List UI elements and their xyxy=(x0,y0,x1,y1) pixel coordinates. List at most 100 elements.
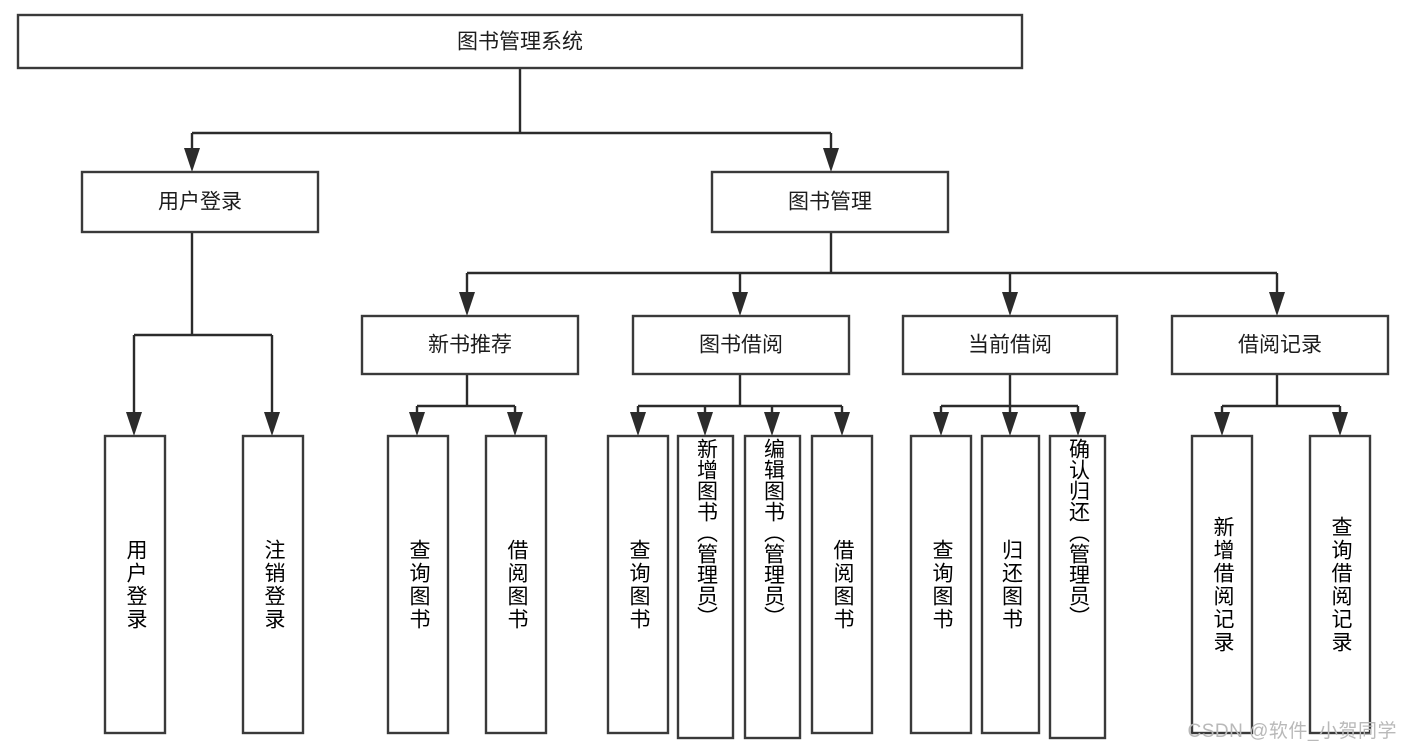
arrow-head-br-leaf-2 xyxy=(1332,412,1348,436)
leaf-node-br-add-record[interactable]: 新增借阅记录 xyxy=(1190,434,1254,735)
leaf-bb-add-book-label: 新增图书（管理员） xyxy=(694,438,718,627)
leaf-nb-query-book-label: 查询图书 xyxy=(407,538,430,631)
leaf-node-bb-add-book[interactable]: 新增图书（管理员） xyxy=(676,434,735,740)
arrow-head-nb-leaf-2 xyxy=(507,412,523,436)
connector-group-borrow-record xyxy=(1214,374,1348,436)
leaf-node-logout[interactable]: 注销登录 xyxy=(241,434,305,735)
node-root-system[interactable]: 图书管理系统 xyxy=(16,13,1024,70)
arrow-head-bb-leaf-3 xyxy=(764,412,780,436)
leaf-user-login-text-wrap: 用户登录 xyxy=(124,538,147,631)
leaf-br-query-record-label: 查询借阅记录 xyxy=(1329,515,1352,654)
leaf-cb-query-book-text-wrap: 查询图书 xyxy=(930,538,953,631)
arrow-head-current-borrow xyxy=(1002,292,1018,316)
connector-group-new-book xyxy=(409,374,523,436)
arrow-head-book-borrow xyxy=(732,292,748,316)
node-new-book-recommend-box xyxy=(360,314,580,376)
leaf-nb-borrow-book-label: 借阅图书 xyxy=(505,538,528,631)
leaf-node-nb-borrow-book[interactable]: 借阅图书 xyxy=(484,434,548,735)
node-current-borrow-box xyxy=(901,314,1119,376)
leaf-bb-edit-book-label: 编辑图书（管理员） xyxy=(761,438,785,627)
arrow-head-cb-leaf-3 xyxy=(1070,412,1086,436)
connector-group-book-manage xyxy=(459,232,1285,316)
leaf-br-query-record-box xyxy=(1308,434,1372,735)
leaf-cb-confirm-return-text-wrap: 确认归还（管理员） xyxy=(1066,438,1090,627)
node-book-manage[interactable]: 图书管理 xyxy=(710,170,950,234)
arrow-head-cb-leaf-1 xyxy=(933,412,949,436)
connector-group-root xyxy=(184,68,839,172)
node-new-book-recommend[interactable]: 新书推荐 xyxy=(360,314,580,376)
leaf-node-bb-borrow-book[interactable]: 借阅图书 xyxy=(810,434,874,735)
arrow-head-book-manage xyxy=(823,148,839,172)
leaf-bb-add-book-box xyxy=(676,434,735,740)
node-book-manage-label: 图书管理 xyxy=(788,191,872,214)
arrow-head-bb-leaf-4 xyxy=(834,412,850,436)
node-new-book-recommend-label: 新书推荐 xyxy=(428,334,512,357)
connector-group-current-borrow xyxy=(933,374,1086,436)
arrow-head-borrow-record xyxy=(1269,292,1285,316)
arrow-head-br-leaf-1 xyxy=(1214,412,1230,436)
leaf-cb-return-book-box xyxy=(980,434,1041,735)
leaf-node-bb-edit-book[interactable]: 编辑图书（管理员） xyxy=(743,434,802,740)
arrow-head-bb-leaf-2 xyxy=(697,412,713,436)
leaf-bb-add-book-text-wrap: 新增图书（管理员） xyxy=(694,438,718,627)
arrow-head-bb-leaf-1 xyxy=(630,412,646,436)
node-user-login-box xyxy=(80,170,320,234)
leaf-cb-query-book-box xyxy=(909,434,973,735)
arrow-head-leaf-logout xyxy=(264,412,280,436)
arrow-head-nb-leaf-1 xyxy=(409,412,425,436)
node-current-borrow-label: 当前借阅 xyxy=(968,334,1052,357)
leaf-bb-borrow-book-label: 借阅图书 xyxy=(831,538,854,631)
leaf-cb-return-book-label: 归还图书 xyxy=(999,538,1023,631)
leaf-user-login-label: 用户登录 xyxy=(124,538,147,631)
leaf-br-add-record-text-wrap: 新增借阅记录 xyxy=(1211,515,1234,654)
leaf-logout-text-wrap: 注销登录 xyxy=(262,538,285,631)
node-book-borrow-box xyxy=(631,314,851,376)
leaf-node-bb-query-book[interactable]: 查询图书 xyxy=(606,434,670,735)
node-user-login[interactable]: 用户登录 xyxy=(80,170,320,234)
arrow-head-new-book xyxy=(459,292,475,316)
leaf-nb-borrow-book-box xyxy=(484,434,548,735)
leaf-node-nb-query-book[interactable]: 查询图书 xyxy=(386,434,450,735)
leaf-br-add-record-box xyxy=(1190,434,1254,735)
leaf-bb-edit-book-text-wrap: 编辑图书（管理员） xyxy=(761,438,785,627)
node-user-login-label: 用户登录 xyxy=(158,191,242,214)
node-borrow-record[interactable]: 借阅记录 xyxy=(1170,314,1390,376)
leaf-node-cb-query-book[interactable]: 查询图书 xyxy=(909,434,973,735)
node-root-box xyxy=(16,13,1024,70)
connector-group-user-login xyxy=(126,232,280,436)
leaf-bb-query-book-box xyxy=(606,434,670,735)
leaf-bb-query-book-text-wrap: 查询图书 xyxy=(627,538,650,631)
node-root-label: 图书管理系统 xyxy=(457,31,583,54)
leaf-node-user-login[interactable]: 用户登录 xyxy=(103,434,167,735)
leaf-cb-return-book-text-wrap: 归还图书 xyxy=(999,538,1023,631)
leaf-cb-query-book-label: 查询图书 xyxy=(930,538,953,631)
node-borrow-record-label: 借阅记录 xyxy=(1238,334,1322,357)
node-borrow-record-box xyxy=(1170,314,1390,376)
leaf-logout-label: 注销登录 xyxy=(262,538,285,631)
leaf-node-cb-return-book[interactable]: 归还图书 xyxy=(980,434,1041,735)
node-book-borrow[interactable]: 图书借阅 xyxy=(631,314,851,376)
leaf-nb-borrow-book-text-wrap: 借阅图书 xyxy=(505,538,528,631)
leaf-nb-query-book-text-wrap: 查询图书 xyxy=(407,538,430,631)
arrow-head-user-login xyxy=(184,148,200,172)
leaf-cb-confirm-return-box xyxy=(1048,434,1107,740)
leaf-node-cb-confirm-return[interactable]: 确认归还（管理员） xyxy=(1048,434,1107,740)
node-current-borrow[interactable]: 当前借阅 xyxy=(901,314,1119,376)
leaf-bb-edit-book-box xyxy=(743,434,802,740)
leaf-bb-query-book-label: 查询图书 xyxy=(627,538,650,631)
leaf-logout-box xyxy=(241,434,305,735)
leaf-nb-query-book-box xyxy=(386,434,450,735)
node-book-manage-box xyxy=(710,170,950,234)
leaf-node-br-query-record[interactable]: 查询借阅记录 xyxy=(1308,434,1372,735)
arrow-head-cb-leaf-2 xyxy=(1002,412,1018,436)
leaf-bb-borrow-book-box xyxy=(810,434,874,735)
leaf-br-query-record-text-wrap: 查询借阅记录 xyxy=(1329,515,1352,654)
leaf-br-add-record-label: 新增借阅记录 xyxy=(1211,515,1234,654)
node-book-borrow-label: 图书借阅 xyxy=(699,334,783,357)
leaf-bb-borrow-book-text-wrap: 借阅图书 xyxy=(831,538,854,631)
leaf-user-login-box xyxy=(103,434,167,735)
leaf-cb-confirm-return-label: 确认归还（管理员） xyxy=(1066,438,1090,627)
arrow-head-leaf-user-login xyxy=(126,412,142,436)
